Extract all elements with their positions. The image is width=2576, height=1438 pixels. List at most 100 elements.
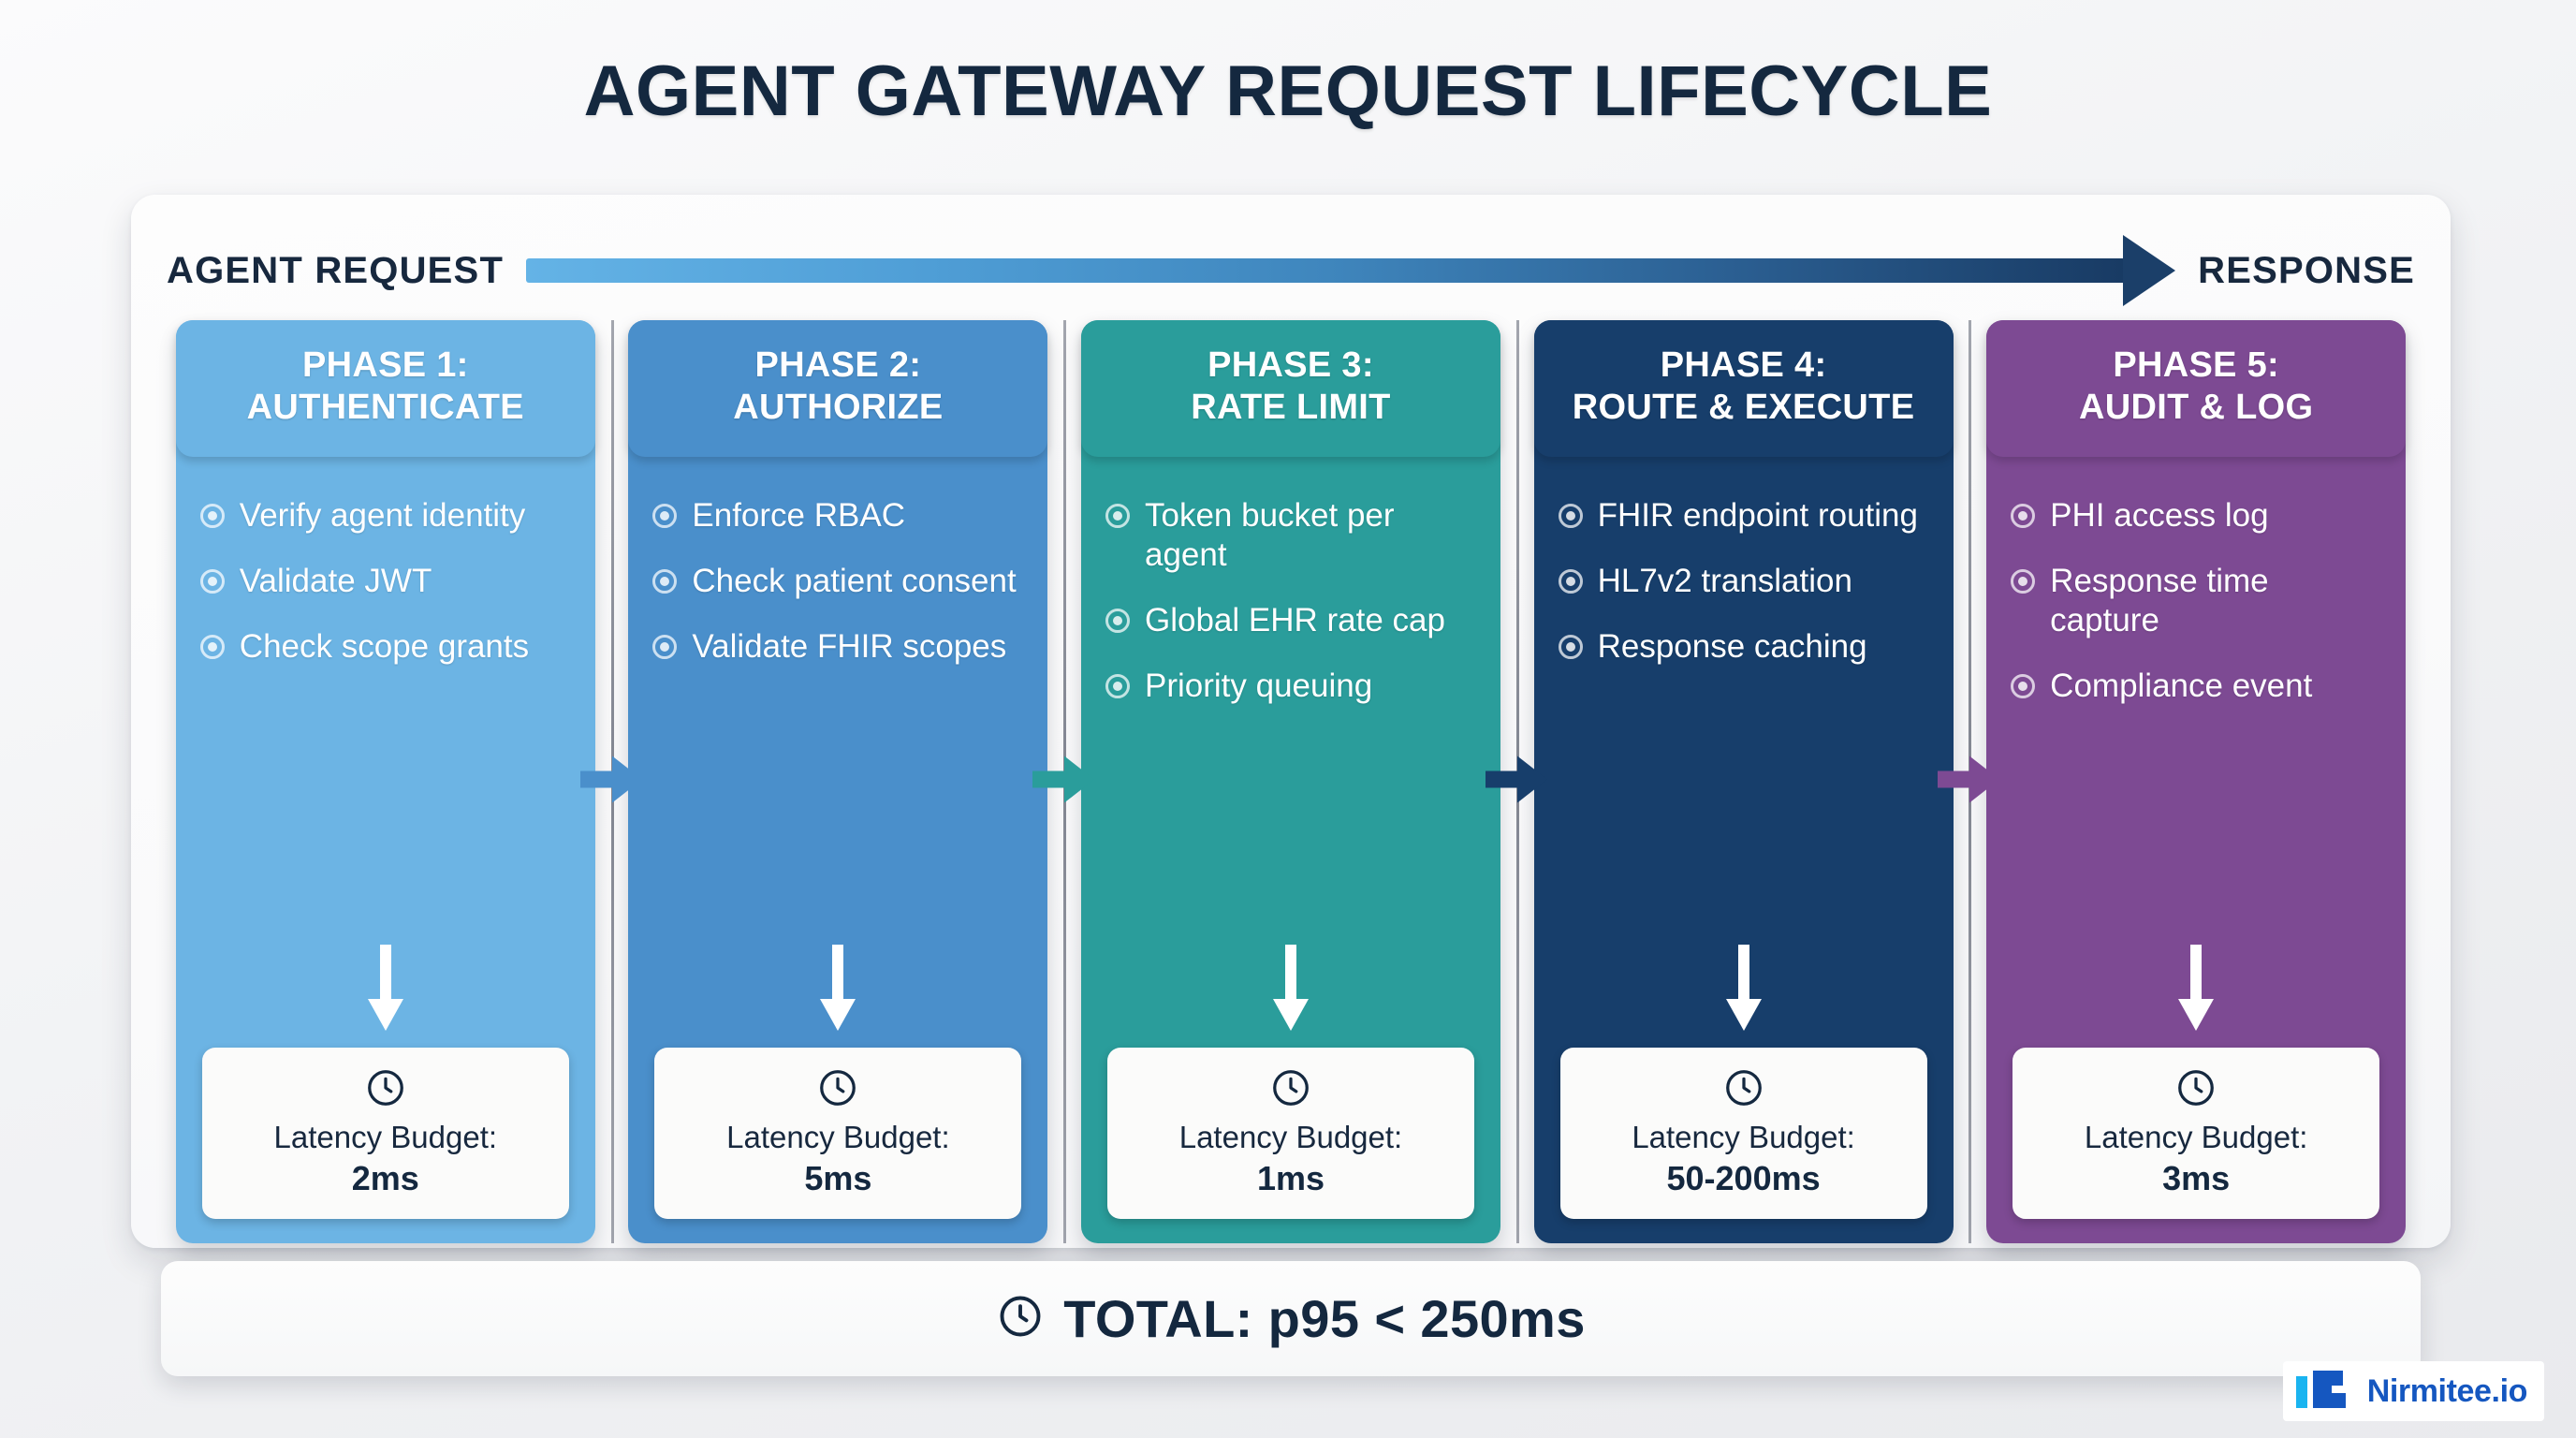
flow-start-label: AGENT REQUEST bbox=[167, 249, 505, 291]
brand-logo-text: Nirmitee.io bbox=[2366, 1372, 2528, 1409]
phase-connector-arrow-icon bbox=[1938, 753, 2001, 812]
phase-header-5: PHASE 5:AUDIT & LOG bbox=[1986, 320, 2407, 457]
lifecycle-panel: AGENT REQUEST RESPONSE PHASE 1:AUTHENTIC… bbox=[131, 195, 2451, 1248]
phase-title-line2: RATE LIMIT bbox=[1191, 387, 1391, 427]
down-arrow-icon bbox=[176, 944, 595, 1034]
clock-icon bbox=[996, 1292, 1045, 1345]
total-latency-bar: TOTAL: p95 < 250ms bbox=[161, 1261, 2421, 1376]
phase-row: PHASE 1:AUTHENTICATE Verify agent identit… bbox=[159, 320, 2422, 1243]
list-item: Verify agent identity bbox=[199, 496, 571, 536]
clock-icon bbox=[212, 1066, 560, 1114]
list-item: Compliance event bbox=[2011, 667, 2381, 706]
phase-title-line2: AUTHORIZE bbox=[733, 387, 944, 427]
down-arrow-icon bbox=[1986, 944, 2406, 1034]
bullet-dot-icon bbox=[1558, 503, 1583, 528]
latency-budget-label: Latency Budget: bbox=[1178, 1119, 1403, 1154]
bullet-dot-icon bbox=[1105, 673, 1130, 698]
list-item: Priority queuing bbox=[1105, 667, 1476, 706]
phase-connector-arrow-icon bbox=[1485, 753, 1549, 812]
phase-connector-arrow-icon bbox=[579, 753, 644, 812]
phase-title-line2: AUTHENTICATE bbox=[246, 387, 524, 427]
bullet-text: Check scope grants bbox=[239, 627, 530, 665]
list-item: HL7v2 translation bbox=[1558, 562, 1929, 601]
bullet-text: Validate FHIR scopes bbox=[692, 627, 1007, 665]
bullet-text: FHIR endpoint routing bbox=[1597, 496, 1918, 534]
down-arrow-icon bbox=[1081, 944, 1500, 1034]
list-item: Global EHR rate cap bbox=[1105, 601, 1476, 640]
bullet-text: Check patient consent bbox=[692, 562, 1017, 599]
list-item: Response time capture bbox=[2011, 562, 2381, 640]
phase-connector-arrow-icon bbox=[1032, 753, 1096, 812]
page-title: AGENT GATEWAY REQUEST LIFECYCLE bbox=[583, 51, 1993, 131]
phase-slot-1: PHASE 1:AUTHENTICATE Verify agent identit… bbox=[159, 320, 642, 1243]
latency-budget-value: 50-200ms bbox=[1666, 1158, 1821, 1197]
bullet-text: Response time capture bbox=[2050, 562, 2269, 638]
phase-title-line2: AUDIT & LOG bbox=[2079, 387, 2314, 427]
bullet-text: HL7v2 translation bbox=[1597, 562, 1852, 599]
bullet-dot-icon bbox=[1558, 568, 1583, 594]
phase-title-line1: PHASE 2: bbox=[754, 345, 922, 385]
right-arrow-icon bbox=[2123, 235, 2176, 306]
bullet-text: Response caching bbox=[1597, 627, 1867, 665]
phase-title-line1: PHASE 5: bbox=[2113, 345, 2279, 385]
down-arrow-icon bbox=[628, 944, 1047, 1034]
bullet-text: Token bucket per agent bbox=[1144, 496, 1395, 573]
latency-budget-value: 2ms bbox=[351, 1158, 419, 1197]
flow-arrow bbox=[526, 235, 2176, 306]
down-arrow-icon bbox=[1534, 944, 1954, 1034]
phase-header-1: PHASE 1:AUTHENTICATE bbox=[175, 320, 595, 457]
bullet-dot-icon bbox=[1105, 503, 1130, 528]
bullet-text: PHI access log bbox=[2050, 496, 2269, 534]
phase-title-line1: PHASE 4: bbox=[1660, 345, 1827, 385]
list-item: Validate JWT bbox=[199, 562, 571, 601]
clock-icon bbox=[664, 1066, 1012, 1114]
bullet-dot-icon bbox=[1558, 634, 1583, 659]
list-item: Token bucket per agent bbox=[1105, 496, 1476, 575]
bullet-dot-icon bbox=[2011, 503, 2036, 528]
phase-title-line1: PHASE 1: bbox=[301, 345, 469, 385]
bullet-dot-icon bbox=[199, 568, 225, 594]
latency-budget-value: 5ms bbox=[804, 1158, 872, 1197]
bullet-dot-icon bbox=[1105, 608, 1130, 633]
bullet-text: Verify agent identity bbox=[239, 496, 526, 534]
latency-budget-value: 3ms bbox=[2162, 1158, 2231, 1197]
flow-header: AGENT REQUEST RESPONSE bbox=[167, 230, 2415, 311]
brand-logo[interactable]: Nirmitee.io bbox=[2282, 1361, 2544, 1421]
latency-budget-value: 1ms bbox=[1256, 1158, 1325, 1197]
latency-budget-box-4: Latency Budget: 50-200ms bbox=[1559, 1047, 1927, 1219]
bullet-text: Validate JWT bbox=[239, 562, 432, 599]
bullet-dot-icon bbox=[652, 503, 678, 528]
phase-card-2[interactable]: PHASE 2:AUTHORIZE Enforce RBAC Check patie… bbox=[628, 320, 1048, 1243]
nirmitee-logo-icon bbox=[2295, 1371, 2346, 1408]
flow-arrow-shaft bbox=[526, 258, 2131, 283]
latency-budget-label: Latency Budget: bbox=[2084, 1119, 2308, 1154]
latency-budget-box-2: Latency Budget: 5ms bbox=[654, 1047, 1022, 1219]
bullet-dot-icon bbox=[199, 503, 225, 528]
bullet-dot-icon bbox=[652, 568, 678, 594]
bullet-dot-icon bbox=[2011, 673, 2036, 698]
phase-card-1[interactable]: PHASE 1:AUTHENTICATE Verify agent identit… bbox=[175, 320, 595, 1243]
clock-icon bbox=[1117, 1066, 1465, 1114]
latency-budget-label: Latency Budget: bbox=[1632, 1119, 1855, 1154]
latency-budget-label: Latency Budget: bbox=[726, 1119, 950, 1154]
bullet-text: Global EHR rate cap bbox=[1144, 601, 1445, 638]
list-item: Response caching bbox=[1558, 627, 1929, 667]
bullet-dot-icon bbox=[199, 634, 225, 659]
phase-header-2: PHASE 2:AUTHORIZE bbox=[628, 320, 1048, 457]
bullet-text: Enforce RBAC bbox=[692, 496, 905, 534]
list-item: Check scope grants bbox=[199, 627, 571, 667]
phase-header-3: PHASE 3:RATE LIMIT bbox=[1080, 320, 1500, 457]
total-latency-text: TOTAL: p95 < 250ms bbox=[1063, 1289, 1586, 1348]
